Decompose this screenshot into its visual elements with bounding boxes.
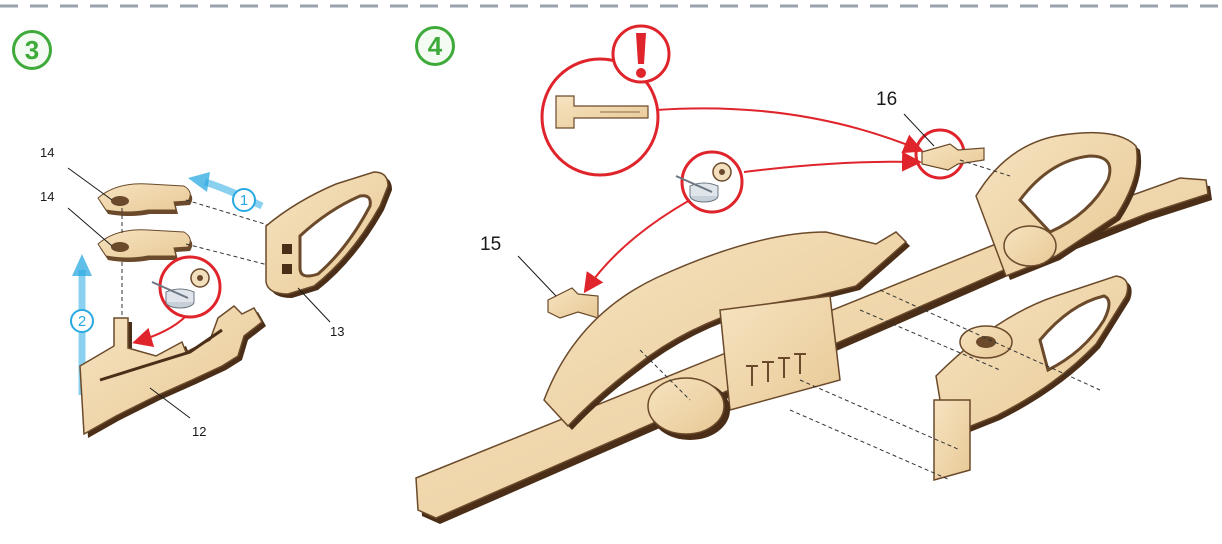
part-16 — [922, 144, 984, 170]
part-13-frame — [266, 172, 392, 298]
part-14-upper — [98, 184, 192, 216]
part-15 — [548, 288, 598, 318]
label-part-16: 16 — [876, 89, 897, 111]
red-arrow-glue-16 — [744, 162, 918, 172]
label-part-14-lower: 14 — [40, 189, 54, 204]
blue-arrow-2-head — [72, 254, 92, 276]
order-marker-2: 2 — [70, 309, 94, 333]
label-part-14-upper: 14 — [40, 145, 54, 160]
label-part-13: 13 — [330, 324, 344, 339]
blue-arrow-1-head — [188, 172, 210, 192]
warning-icon — [542, 26, 669, 175]
main-chassis — [416, 133, 1212, 524]
label-part-15: 15 — [480, 234, 501, 256]
red-arrow-step3 — [136, 316, 186, 342]
part-14-lower — [98, 230, 192, 262]
step-3-badge: 3 — [12, 30, 52, 70]
glue-brush-icon — [152, 257, 220, 317]
step-4-badge: 4 — [415, 26, 455, 66]
red-arrow-warning — [656, 108, 920, 150]
order-marker-1: 1 — [232, 188, 256, 212]
label-part-12: 12 — [192, 424, 206, 439]
